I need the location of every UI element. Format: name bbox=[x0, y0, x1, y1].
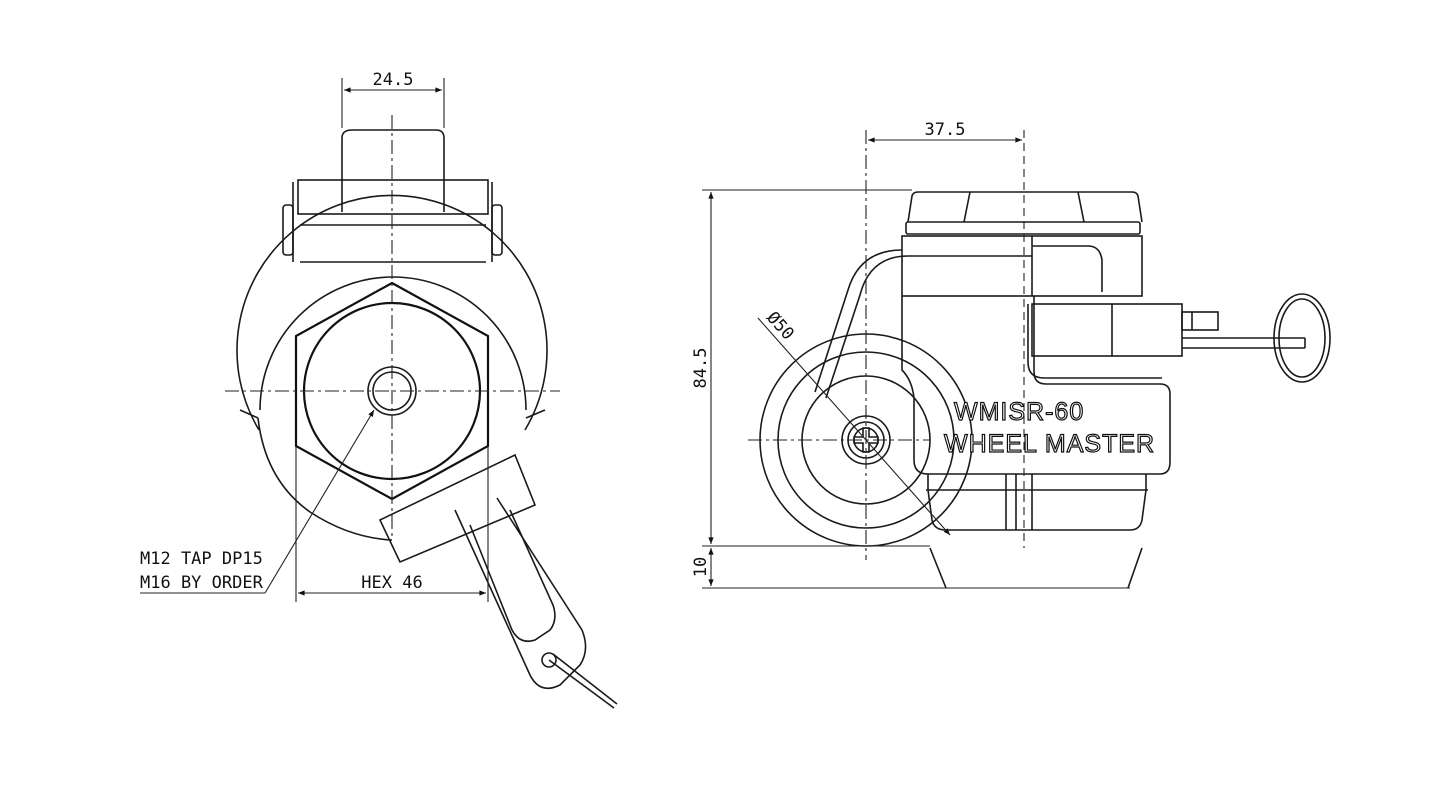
note-tap: M12 TAP DP15 bbox=[140, 549, 263, 569]
pull-ring bbox=[1273, 293, 1331, 383]
dim-width-top: 24.5 bbox=[373, 70, 414, 90]
dim-offset: 37.5 bbox=[925, 120, 966, 140]
brand-label: WHEEL MASTER bbox=[944, 430, 1155, 458]
dim-lift: 10 bbox=[691, 557, 711, 577]
side-view: Ø50 37.5 84.5 10 WMISR-60 WHEEL MASTER bbox=[691, 120, 1331, 589]
dim-diameter: Ø50 bbox=[762, 308, 797, 344]
dim-height: 84.5 bbox=[691, 348, 711, 389]
model-label: WMISR-60 bbox=[954, 398, 1084, 426]
note-order: M16 BY ORDER bbox=[140, 573, 264, 593]
front-view: 24.5 HEX 46 M12 TAP DP15 M16 BY ORDER bbox=[140, 70, 618, 709]
dim-hex: HEX 46 bbox=[361, 573, 422, 593]
